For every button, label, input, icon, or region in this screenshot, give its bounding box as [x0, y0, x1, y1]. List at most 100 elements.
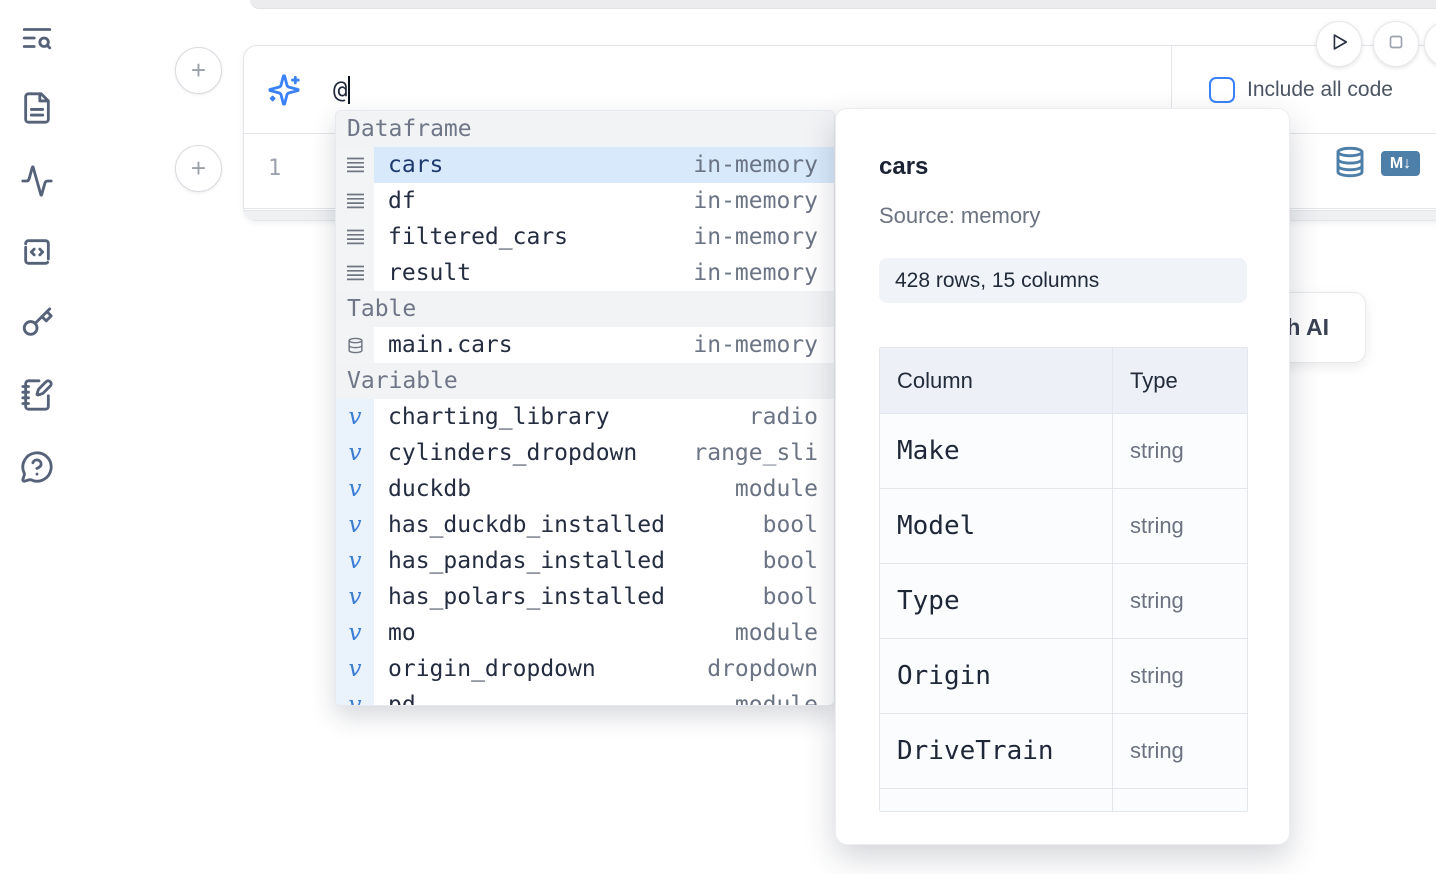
column-name: Type — [880, 564, 1113, 638]
help-chat-icon — [20, 450, 54, 489]
completion-item-type: in-memory — [693, 260, 818, 286]
rows-icon — [336, 183, 374, 219]
completion-section-header: Variable — [336, 363, 834, 399]
table-row: DriveTrain string — [880, 714, 1247, 789]
column-header: Column — [880, 348, 1113, 413]
rows-icon — [336, 147, 374, 183]
completion-item-has_pandas_installed[interactable]: v has_pandas_installed bool — [336, 543, 834, 579]
completion-item-cylinders_dropdown[interactable]: v cylinders_dropdown range_sli — [336, 435, 834, 471]
add-cell-below-button[interactable]: + — [175, 145, 222, 192]
table-row — [880, 789, 1247, 811]
completion-item-name: main.cars — [388, 332, 513, 358]
variable-icon: v — [336, 507, 374, 543]
completion-item-type: range_sli — [693, 440, 818, 466]
schema-table-header-row: Column Type — [880, 348, 1247, 414]
sparkles-icon — [268, 73, 300, 106]
completion-item-name: filtered_cars — [388, 224, 569, 250]
run-cell-button[interactable] — [1316, 21, 1362, 67]
completion-section-header: Table — [336, 291, 834, 327]
completion-item-duckdb[interactable]: v duckdb module — [336, 471, 834, 507]
rows-columns-badge: 428 rows, 15 columns — [879, 258, 1247, 303]
table-row: Model string — [880, 489, 1247, 564]
column-type: string — [1130, 588, 1184, 613]
file-text-icon — [20, 91, 54, 130]
completion-item-cars[interactable]: cars in-memory — [336, 147, 834, 183]
include-all-code-zone: Include all code — [1172, 46, 1436, 133]
autocomplete-dropdown: Dataframe cars in-memory df in-memory filt… — [335, 110, 835, 706]
column-name: Model — [880, 489, 1113, 563]
sidebar-item-activity[interactable] — [18, 164, 56, 202]
previous-cell-bottom-strip — [250, 0, 1436, 9]
completion-item-name: has_pandas_installed — [388, 548, 665, 574]
completion-item-type: module — [734, 620, 818, 646]
rows-icon — [336, 255, 374, 291]
completion-item-type: dropdown — [707, 656, 818, 682]
completion-item-df[interactable]: df in-memory — [336, 183, 834, 219]
variable-icon: v — [336, 471, 374, 507]
variable-icon: v — [336, 579, 374, 615]
completion-section-header: Dataframe — [336, 111, 834, 147]
dataframe-preview-panel: cars Source: memory 428 rows, 15 columns… — [835, 108, 1290, 845]
completion-item-type: in-memory — [693, 152, 818, 178]
ai-prompt-input[interactable]: @ — [244, 46, 1172, 133]
completion-item-name: has_duckdb_installed — [388, 512, 665, 538]
add-cell-above-button[interactable]: + — [175, 47, 222, 94]
completion-item-name: cylinders_dropdown — [388, 440, 638, 466]
play-icon — [1328, 31, 1350, 58]
completion-item-name: cars — [388, 152, 444, 178]
completion-item-name: origin_dropdown — [388, 656, 596, 682]
completion-item-name: has_polars_installed — [388, 584, 665, 610]
completion-item-type: module — [734, 476, 818, 502]
completion-item-name: duckdb — [388, 476, 472, 502]
list-search-icon — [20, 21, 54, 60]
completion-item-type: in-memory — [693, 188, 818, 214]
column-name: DriveTrain — [880, 714, 1113, 788]
table-row: Type string — [880, 564, 1247, 639]
completion-item-name: result — [388, 260, 472, 286]
variable-icon: v — [336, 435, 374, 471]
sidebar-item-snippets[interactable] — [18, 235, 56, 273]
sidebar-item-files[interactable] — [18, 91, 56, 129]
variable-icon: v — [336, 687, 374, 705]
completion-item-filtered_cars[interactable]: filtered_cars in-memory — [336, 219, 834, 255]
panel-title: cars — [879, 153, 929, 180]
database-icon[interactable] — [1334, 146, 1366, 178]
sidebar-item-file-explorer[interactable] — [18, 21, 56, 59]
variable-icon: v — [336, 543, 374, 579]
completion-item-name: pd — [388, 692, 416, 706]
column-type: string — [1130, 663, 1184, 688]
completion-item-result[interactable]: result in-memory — [336, 255, 834, 291]
table-row: Origin string — [880, 639, 1247, 714]
column-name: Make — [880, 414, 1113, 488]
activity-icon — [20, 164, 54, 203]
completion-item-name: mo — [388, 620, 416, 646]
sidebar-item-help[interactable] — [18, 450, 56, 488]
include-all-code-label: Include all code — [1247, 77, 1393, 101]
completion-item-name: df — [388, 188, 416, 214]
completion-item-type: bool — [762, 548, 818, 574]
include-all-code-checkbox[interactable] — [1209, 76, 1235, 103]
completion-item-type: in-memory — [693, 224, 818, 250]
text-cursor — [348, 75, 351, 104]
plus-icon: + — [190, 55, 207, 85]
completion-item-name: charting_library — [388, 404, 610, 430]
code-square-icon — [20, 235, 54, 274]
markdown-icon[interactable]: M↓ — [1381, 151, 1420, 176]
column-type: string — [1130, 438, 1184, 463]
sidebar-item-secrets[interactable] — [18, 306, 56, 344]
column-type: string — [1130, 738, 1184, 763]
panel-source: Source: memory — [879, 203, 1041, 228]
key-icon — [20, 306, 54, 345]
stop-cell-button[interactable] — [1373, 21, 1419, 67]
sidebar-item-scratchpad[interactable] — [18, 378, 56, 416]
column-name — [880, 789, 1113, 811]
ai-prompt-value: @ — [333, 75, 348, 104]
stop-icon — [1385, 31, 1407, 58]
